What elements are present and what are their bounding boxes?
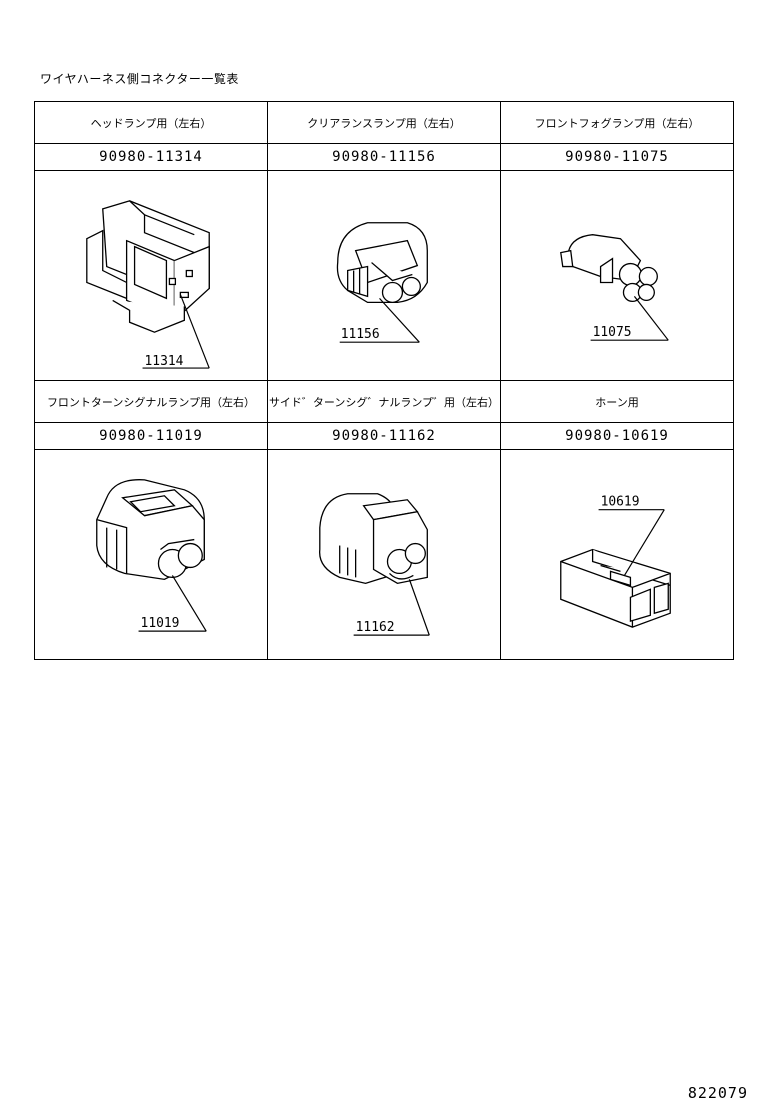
- connector-11314-drawing: 11314: [86, 200, 210, 369]
- connector-code: 11019: [141, 616, 180, 631]
- part-number: 90980-11162: [268, 423, 501, 450]
- connector-code: 11162: [356, 620, 395, 635]
- connector-name: フロントフォグランプ用（左右）: [501, 102, 733, 144]
- connector-code: 10619: [601, 495, 640, 510]
- header-row: フロントターンシグナルランプ用（左右） サイド゛ターンシグ゛ナルランプ゛用（左右…: [34, 381, 734, 423]
- page-title: ワイヤハーネス側コネクター一覧表: [40, 72, 239, 86]
- connector-11019-drawing: 11019: [96, 479, 207, 632]
- connector-illustration: 11075: [501, 171, 733, 381]
- connector-illustration: 11162: [268, 450, 501, 660]
- connector-code: 11314: [145, 354, 184, 369]
- illustration-row: 11314 11156: [34, 171, 734, 381]
- connector-name: ホーン用: [501, 381, 733, 423]
- part-number: 90980-10619: [501, 423, 733, 450]
- connector-illustration: 10619: [501, 450, 733, 660]
- part-number-row: 90980-11314 90980-11156 90980-11075: [34, 144, 734, 171]
- connector-11075-drawing: 11075: [560, 234, 669, 341]
- part-number-row: 90980-11019 90980-11162 90980-10619: [34, 423, 734, 450]
- part-number: 90980-11075: [501, 144, 733, 171]
- connector-code: 11156: [341, 327, 380, 342]
- connector-name: ヘッドランプ用（左右）: [35, 102, 268, 144]
- connector-table: ヘッドランプ用（左右） クリアランスランプ用（左右） フロントフォグランプ用（左…: [34, 101, 734, 660]
- header-row: ヘッドランプ用（左右） クリアランスランプ用（左右） フロントフォグランプ用（左…: [34, 101, 734, 144]
- connector-10619-drawing: 10619: [560, 495, 671, 628]
- illustration-row: 11019: [34, 450, 734, 660]
- connector-11162-drawing: 11162: [319, 493, 430, 636]
- part-number: 90980-11156: [268, 144, 501, 171]
- connector-illustration: 11019: [35, 450, 268, 660]
- part-number: 90980-11019: [35, 423, 268, 450]
- connector-name: フロントターンシグナルランプ用（左右）: [35, 381, 268, 423]
- connector-name: クリアランスランプ用（左右）: [268, 102, 501, 144]
- part-number: 90980-11314: [35, 144, 268, 171]
- connector-illustration: 11314: [35, 171, 268, 381]
- connector-name: サイド゛ターンシグ゛ナルランプ゛用（左右）: [268, 381, 501, 423]
- drawing-number: 822079: [687, 1084, 748, 1102]
- connector-code: 11075: [593, 325, 632, 340]
- connector-illustration: 11156: [268, 171, 501, 381]
- connector-11156-drawing: 11156: [336, 222, 428, 343]
